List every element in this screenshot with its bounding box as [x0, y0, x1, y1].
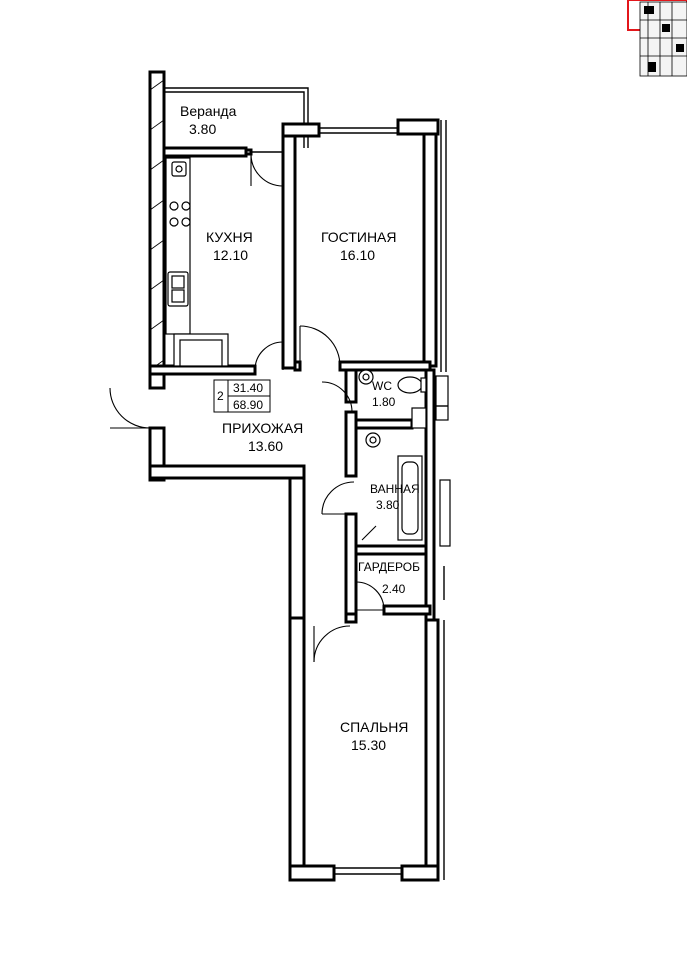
- kitchen-fixtures: [165, 157, 229, 367]
- total-area: 68.90: [233, 398, 263, 412]
- bedroom-name: СПАЛЬНЯ: [340, 719, 408, 735]
- kitchen-name: КУХНЯ: [206, 229, 253, 245]
- bathroom-name: ВАННАЯ: [370, 482, 420, 496]
- wardrobe-area: 2.40: [382, 582, 406, 596]
- hallway-name: ПРИХОЖАЯ: [222, 420, 303, 436]
- veranda-name: Веранда: [180, 103, 237, 119]
- bedroom-walls: [288, 616, 445, 882]
- living-area: 16.10: [340, 247, 375, 263]
- wardrobe-name: ГАРДЕРОБ: [358, 560, 420, 574]
- wc-fixtures: [358, 369, 449, 429]
- bedroom-area: 15.30: [351, 737, 386, 753]
- wc-bathroom-walls: [321, 368, 436, 622]
- area-summary-box: [213, 379, 271, 413]
- living-name: ГОСТИНАЯ: [321, 229, 397, 245]
- wardrobe-door: [344, 566, 445, 624]
- wc-name: WC: [372, 379, 392, 393]
- bathroom-fixtures: [361, 432, 451, 547]
- living-south-wall: [293, 325, 432, 372]
- entrance-door: [109, 372, 166, 482]
- kitchen-living-wall: [281, 122, 321, 370]
- key-plan-thumbnail: [627, 0, 687, 77]
- west-exterior-wall: [148, 70, 166, 390]
- living-north-wall: [319, 118, 440, 136]
- hallway-area: 13.60: [248, 438, 283, 454]
- veranda-kitchen-wall: [162, 146, 285, 187]
- east-exterior-wall: [422, 120, 447, 372]
- room-count: 2: [217, 389, 224, 403]
- living-area-total: 31.40: [233, 381, 263, 395]
- kitchen-area: 12.10: [213, 247, 248, 263]
- hallway-south-wall: [148, 464, 306, 620]
- veranda-area: 3.80: [189, 121, 216, 137]
- bathroom-area: 3.80: [376, 498, 400, 512]
- wc-area: 1.80: [372, 395, 396, 409]
